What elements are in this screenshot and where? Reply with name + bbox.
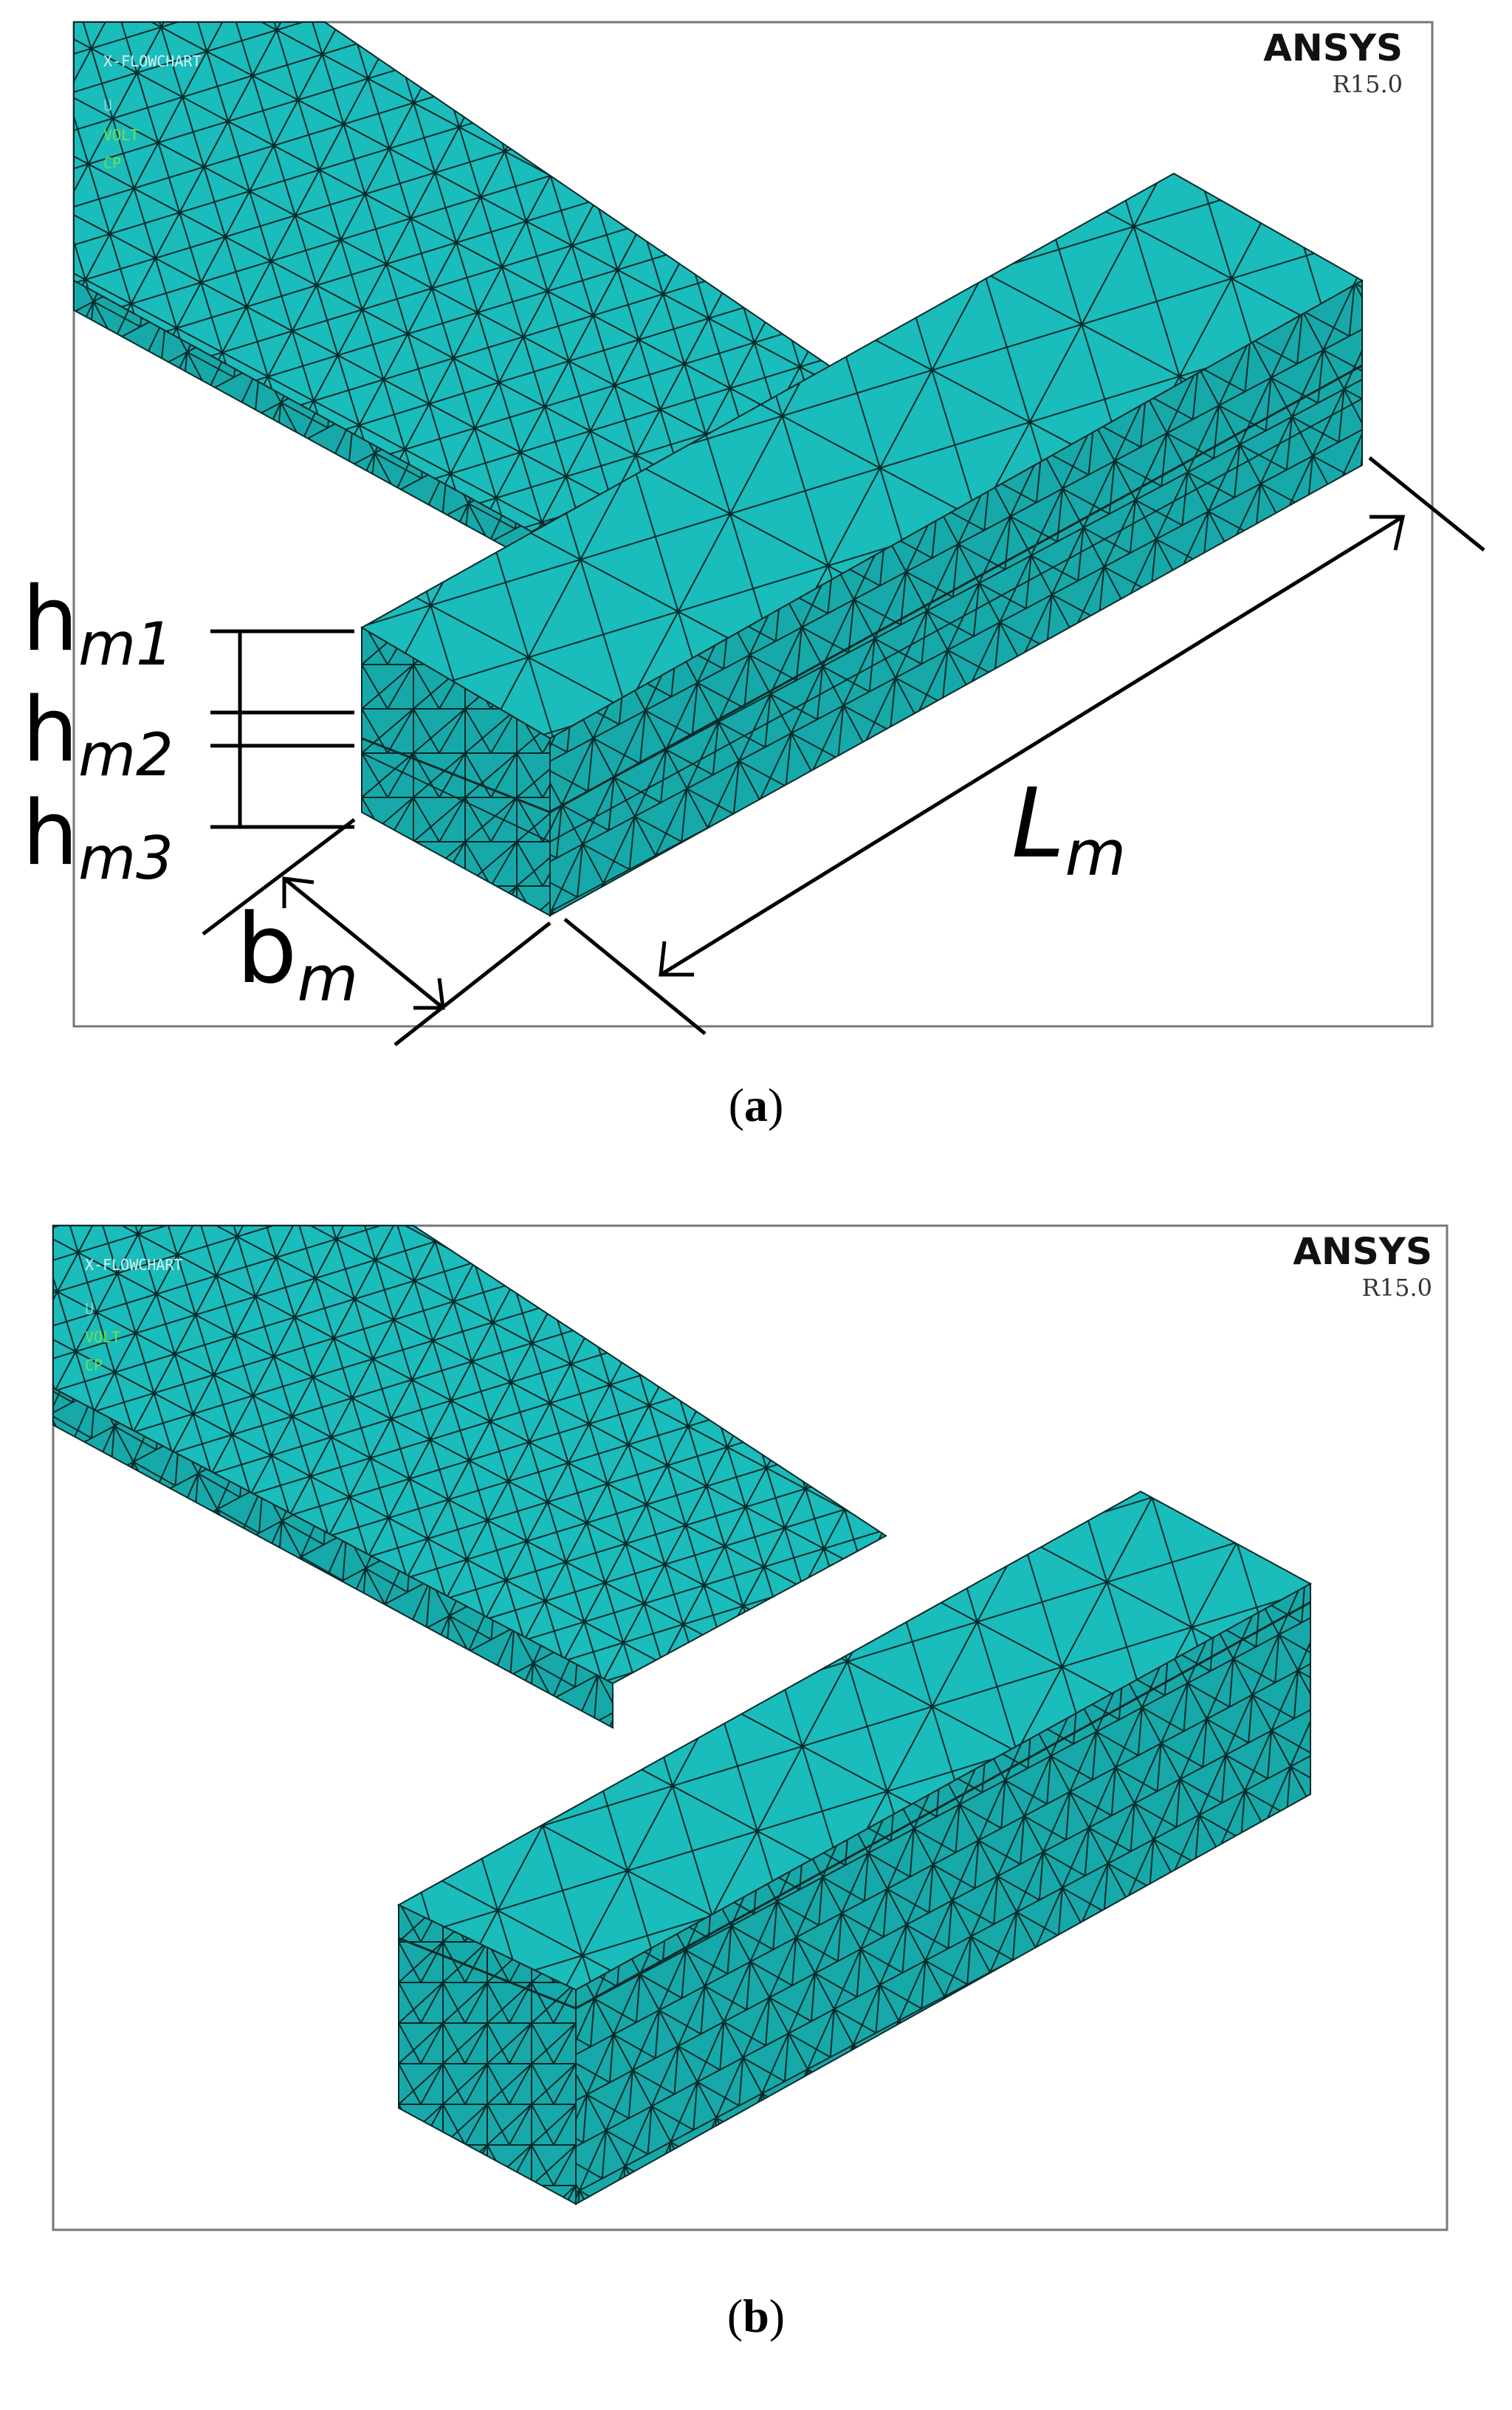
label-h-m2: hm2 <box>22 679 173 789</box>
ansys-brand: ANSYS <box>1263 27 1403 69</box>
ansys-version: R15.0 <box>1362 1274 1432 1302</box>
svg-text:VOLT: VOLT <box>85 1328 120 1346</box>
label-h-m1: hm1 <box>22 569 173 679</box>
transducer-block <box>360 172 1364 917</box>
arrowheads <box>282 515 1406 1010</box>
label-b-m: bm <box>236 893 358 1016</box>
svg-text:CP: CP <box>103 154 121 172</box>
svg-text:X-FLOWCHART: X-FLOWCHART <box>85 1256 182 1274</box>
svg-text:U: U <box>85 1300 94 1318</box>
legend-b: X-FLOWCHART U VOLT CP <box>85 1256 182 1374</box>
transducer-block <box>396 1490 1313 2205</box>
ansys-version: R15.0 <box>1333 70 1403 98</box>
dimension-labels: hm1 hm2 hm3 bm Lm <box>22 569 1126 1016</box>
label-L-m: Lm <box>1011 767 1126 890</box>
ansys-brand: ANSYS <box>1293 1230 1432 1273</box>
mesh-figure-b: ANSYS R15.0 X-FLOWCHART U VOLT CP <box>52 1224 1449 2231</box>
dimension-lines <box>202 456 1485 1046</box>
svg-text:VOLT: VOLT <box>103 126 139 144</box>
svg-text:X-FLOWCHART: X-FLOWCHART <box>103 52 201 70</box>
svg-text:U: U <box>103 97 112 114</box>
svg-text:CP: CP <box>85 1356 103 1374</box>
main-beam <box>52 1225 887 1729</box>
caption-a: (a) <box>728 1079 784 1131</box>
panel-a: hm1 hm2 hm3 bm Lm ANSYS R15.0 X-FLOWCHAR… <box>0 0 1512 1048</box>
legend-a: X-FLOWCHART U VOLT CP <box>103 52 201 172</box>
label-h-m3: hm3 <box>22 783 173 893</box>
caption-b: (b) <box>726 2290 786 2342</box>
panel-b: ANSYS R15.0 X-FLOWCHART U VOLT CP <box>0 1211 1512 2245</box>
mesh-figure-a: hm1 hm2 hm3 bm Lm ANSYS R15.0 X-FLOWCHAR… <box>22 21 1485 1046</box>
